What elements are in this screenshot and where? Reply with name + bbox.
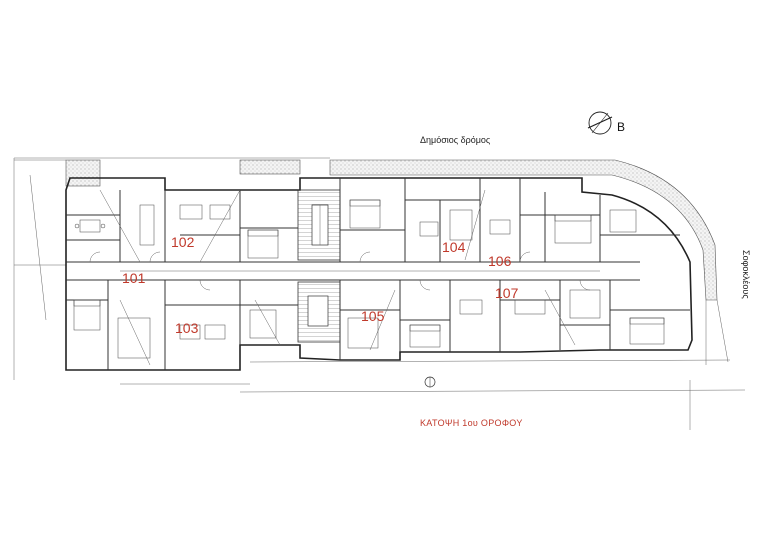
partitions-bottom — [66, 280, 690, 370]
sidewalk-mid — [239, 159, 301, 175]
corridor — [66, 261, 640, 281]
stair-core — [297, 189, 341, 343]
unit-label-101: 101 — [122, 270, 146, 286]
sidewalk-left — [65, 159, 101, 187]
unit-label-105: 105 — [361, 308, 385, 324]
plot-boundary — [13, 157, 746, 430]
partitions-top — [66, 178, 680, 262]
building-outline — [65, 177, 693, 371]
door-swings — [89, 251, 591, 291]
unit-label-107: 107 — [495, 285, 519, 301]
entrance-marker-icon — [424, 376, 436, 388]
compass-letter: B — [617, 120, 625, 134]
unit-label-104: 104 — [442, 239, 466, 255]
unit-label-103: 103 — [175, 320, 199, 336]
north-arrow-icon — [587, 111, 613, 135]
furniture — [73, 199, 665, 359]
street-label-right: Σοφοκλέους — [741, 250, 751, 299]
street-label-top: Δημόσιος δρόμος — [420, 135, 491, 145]
unit-label-102: 102 — [171, 234, 195, 250]
plan-caption: ΚΑΤΟΨΗ 1ου ΟΡΟΦΟΥ — [420, 418, 523, 428]
unit-label-106: 106 — [488, 253, 512, 269]
